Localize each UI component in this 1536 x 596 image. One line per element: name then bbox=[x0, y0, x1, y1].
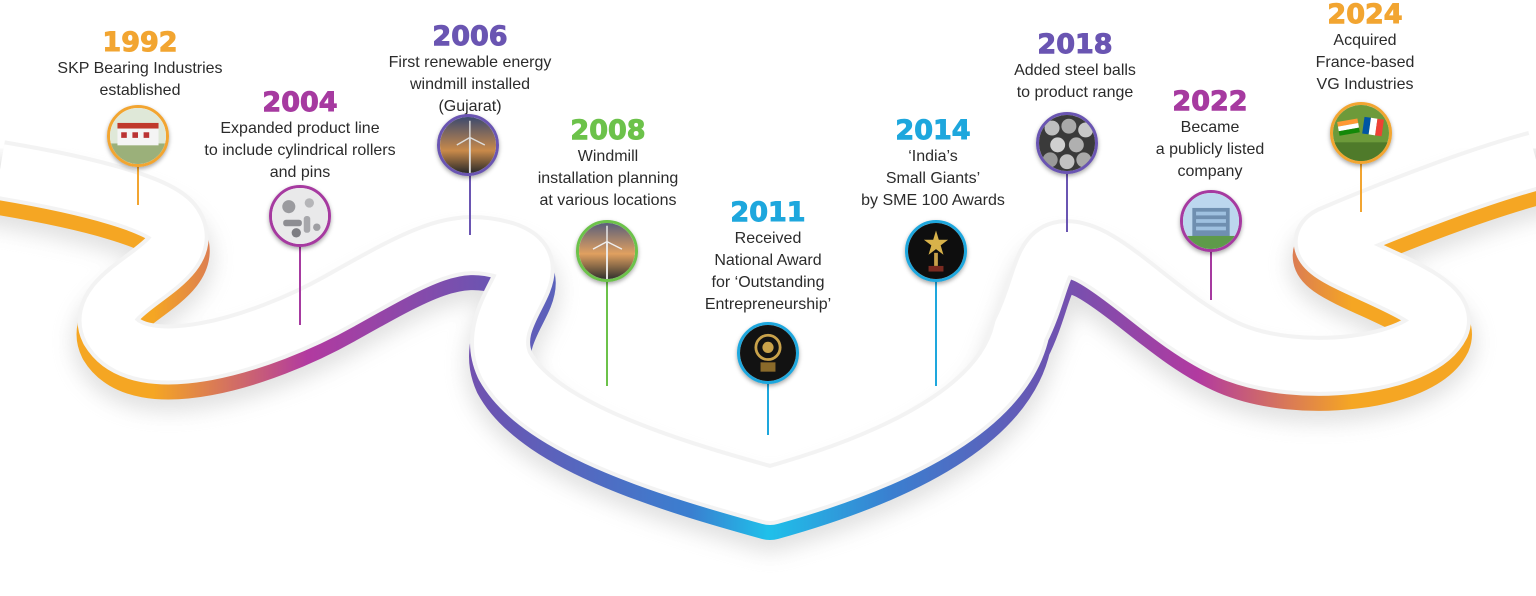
milestone-year: 1992 bbox=[102, 27, 178, 58]
award-trophy-icon bbox=[737, 322, 799, 384]
milestone-description-line: Acquired bbox=[1333, 32, 1397, 49]
windmill-sunset-icon bbox=[576, 220, 638, 282]
stem-1992 bbox=[137, 165, 139, 205]
milestone-description-line: (Gujarat) bbox=[438, 98, 502, 115]
milestone-description-line: at various locations bbox=[539, 192, 677, 209]
milestone-description-line: First renewable energy bbox=[388, 54, 552, 71]
milestone-description-line: ‘India’s bbox=[908, 148, 958, 165]
milestone-description-line: established bbox=[99, 82, 181, 99]
milestone-year: 2018 bbox=[1037, 29, 1113, 60]
stem-2018 bbox=[1066, 172, 1068, 232]
milestone-year: 2024 bbox=[1327, 0, 1403, 30]
milestone-year: 2011 bbox=[730, 197, 806, 228]
milestone-description-line: Expanded product line bbox=[220, 120, 380, 137]
milestone-description-line: France-based bbox=[1315, 54, 1415, 71]
milestone-description-line: to product range bbox=[1016, 84, 1134, 101]
stem-2006 bbox=[469, 175, 471, 235]
milestone-description-line: Entrepreneurship’ bbox=[704, 296, 832, 313]
rollers-pins-icon bbox=[269, 185, 331, 247]
steel-balls-icon bbox=[1036, 112, 1098, 174]
factory-icon bbox=[107, 105, 169, 167]
milestone-description-line: VG Industries bbox=[1316, 76, 1414, 93]
office-building-icon bbox=[1180, 190, 1242, 252]
milestone-description-line: for ‘Outstanding bbox=[711, 274, 825, 291]
stem-2024 bbox=[1360, 162, 1362, 212]
milestone-year: 2004 bbox=[262, 87, 338, 118]
milestone-description-line: windmill installed bbox=[409, 76, 531, 93]
milestone-description-line: a publicly listed bbox=[1155, 141, 1265, 158]
stem-2008 bbox=[606, 280, 608, 386]
stem-2014 bbox=[935, 280, 937, 386]
milestone-description-line: National Award bbox=[714, 252, 822, 269]
stem-2022 bbox=[1210, 250, 1212, 300]
windmill-icon bbox=[437, 114, 499, 176]
milestone-description-line: Became bbox=[1180, 119, 1240, 136]
milestone-description-line: to include cylindrical rollers bbox=[204, 142, 396, 159]
stem-2004 bbox=[299, 245, 301, 325]
milestone-description-line: Small Giants’ bbox=[885, 170, 981, 187]
milestone-description-line: by SME 100 Awards bbox=[861, 192, 1005, 209]
star-trophy-icon bbox=[905, 220, 967, 282]
milestone-description-line: installation planning bbox=[537, 170, 679, 187]
milestone-description-line: SKP Bearing Industries bbox=[57, 60, 223, 77]
milestone-description-line: Windmill bbox=[577, 148, 639, 165]
milestone-year: 2014 bbox=[895, 115, 971, 146]
milestone-description-line: Received bbox=[734, 230, 802, 247]
milestone-description-line: company bbox=[1177, 163, 1243, 180]
milestone-description-line: and pins bbox=[269, 164, 331, 181]
milestone-year: 2022 bbox=[1172, 86, 1248, 117]
milestone-year: 2008 bbox=[570, 115, 646, 146]
stem-2011 bbox=[767, 383, 769, 435]
milestone-description-line: Added steel balls bbox=[1014, 62, 1136, 79]
milestone-year: 2006 bbox=[432, 21, 508, 52]
india-france-flags-icon bbox=[1330, 102, 1392, 164]
